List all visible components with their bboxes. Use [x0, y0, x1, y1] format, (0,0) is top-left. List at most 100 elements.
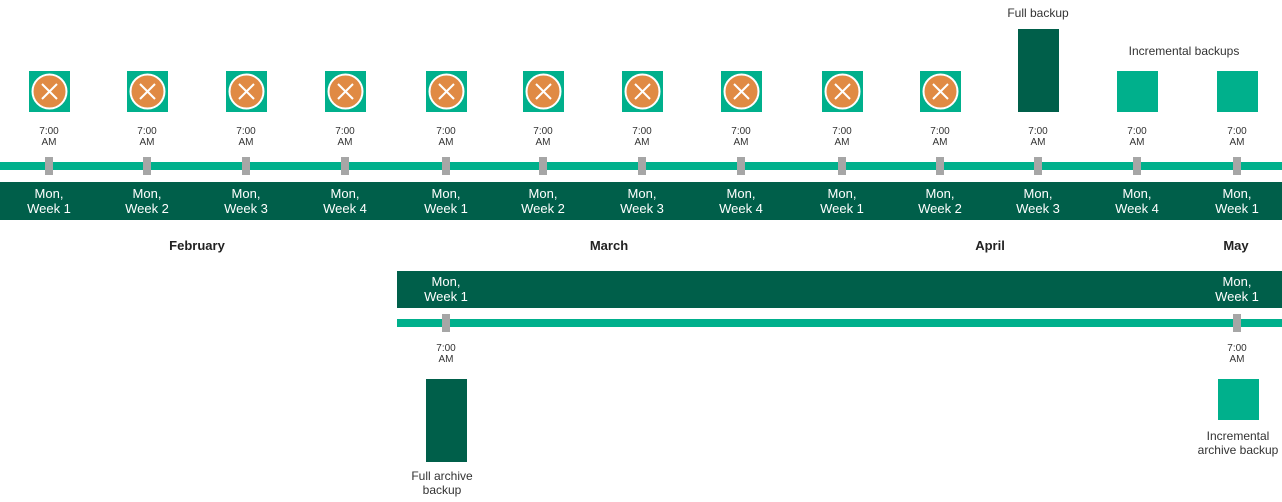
- day-label: Mon,Week 1: [807, 186, 877, 216]
- time-label-line2: AM: [1229, 137, 1245, 148]
- day-label-line1: Mon,: [627, 186, 657, 201]
- time-label-line1: 7:00: [731, 126, 751, 137]
- archive-time-label-line1: 7:00: [1227, 343, 1247, 354]
- time-label-line1: 7:00: [1127, 126, 1147, 137]
- time-label-line2: AM: [733, 137, 749, 148]
- time-label-line1: 7:00: [137, 126, 157, 137]
- time-label-line1: 7:00: [832, 126, 852, 137]
- incremental-backup-marker: [1217, 71, 1258, 112]
- failed-backup-marker: [226, 71, 267, 112]
- failed-backup-marker: [426, 71, 467, 112]
- timeline-tick: [737, 157, 745, 175]
- day-label-line1: Mon,: [231, 186, 261, 201]
- failed-backup-marker: [622, 71, 663, 112]
- full-archive-caption-line2: backup: [422, 483, 462, 497]
- failed-backup-marker: [920, 71, 961, 112]
- day-label-line2: Week 1: [1215, 201, 1259, 216]
- day-label-line1: Mon,: [528, 186, 558, 201]
- day-label-line1: Mon,: [726, 186, 756, 201]
- day-label: Mon,Week 4: [310, 186, 380, 216]
- timeline-tick: [539, 157, 547, 175]
- archive-timeline-tick: [1233, 314, 1241, 332]
- time-label-line1: 7:00: [39, 126, 59, 137]
- failed-icon: [428, 73, 465, 110]
- day-label: Mon,Week 3: [1003, 186, 1073, 216]
- day-label-line2: Week 3: [1016, 201, 1060, 216]
- timeline-tick: [936, 157, 944, 175]
- day-label: Mon,Week 3: [211, 186, 281, 216]
- time-label-line2: AM: [337, 137, 353, 148]
- day-label: Mon,Week 1: [411, 186, 481, 216]
- day-label: Mon,Week 2: [905, 186, 975, 216]
- day-label-line2: Week 3: [620, 201, 664, 216]
- failed-backup-marker: [29, 71, 70, 112]
- incremental-backup-marker: [1117, 71, 1158, 112]
- archive-day-label: Mon,Week 1: [411, 274, 481, 304]
- day-label: Mon,Week 2: [508, 186, 578, 216]
- day-label-line1: Mon,: [925, 186, 955, 201]
- day-label-line1: Mon,: [1122, 186, 1152, 201]
- archive-time-label-line1: 7:00: [436, 343, 456, 354]
- month-label: April: [975, 238, 1005, 253]
- day-label-line2: Week 4: [719, 201, 763, 216]
- time-label-line2: AM: [41, 137, 57, 148]
- failed-backup-marker: [822, 71, 863, 112]
- day-label-line1: Mon,: [1023, 186, 1053, 201]
- timeline-tick: [242, 157, 250, 175]
- day-label-line2: Week 2: [918, 201, 962, 216]
- day-label-line2: Week 1: [424, 201, 468, 216]
- failed-icon: [723, 73, 760, 110]
- time-label-line2: AM: [139, 137, 155, 148]
- failed-icon: [327, 73, 364, 110]
- day-label-line2: Week 1: [820, 201, 864, 216]
- time-label-line2: AM: [634, 137, 650, 148]
- archive-day-label-line2: Week 1: [424, 289, 468, 304]
- failed-icon: [824, 73, 861, 110]
- time-label-line1: 7:00: [436, 126, 456, 137]
- failed-icon: [624, 73, 661, 110]
- timeline-tick: [442, 157, 450, 175]
- day-label: Mon,Week 1: [14, 186, 84, 216]
- timeline-tick: [1233, 157, 1241, 175]
- time-label-line2: AM: [438, 137, 454, 148]
- day-label: Mon,Week 2: [112, 186, 182, 216]
- day-label-line1: Mon,: [34, 186, 64, 201]
- failed-backup-marker: [721, 71, 762, 112]
- day-label: Mon,Week 4: [706, 186, 776, 216]
- time-label-line1: 7:00: [1227, 126, 1247, 137]
- timeline-tick: [1133, 157, 1141, 175]
- month-label: May: [1223, 238, 1249, 253]
- archive-day-band: [397, 271, 1282, 308]
- timeline-tick: [1034, 157, 1042, 175]
- time-label-line2: AM: [535, 137, 551, 148]
- day-label-line1: Mon,: [431, 186, 461, 201]
- full-archive-caption-line1: Full archive: [411, 469, 473, 483]
- incremental-archive-caption-line2: archive backup: [1197, 443, 1279, 457]
- failed-backup-marker: [325, 71, 366, 112]
- time-label-line2: AM: [1030, 137, 1046, 148]
- archive-time-label-line2: AM: [438, 354, 454, 365]
- full-backup-bar: [1018, 29, 1059, 112]
- timeline-tick: [638, 157, 646, 175]
- month-label: February: [169, 238, 225, 253]
- day-label-line2: Week 3: [224, 201, 268, 216]
- timeline-tick: [45, 157, 53, 175]
- incremental-archive-caption-line1: Incremental: [1206, 429, 1270, 443]
- day-label-line1: Mon,: [132, 186, 162, 201]
- failed-icon: [31, 73, 68, 110]
- day-label-line2: Week 1: [27, 201, 71, 216]
- incremental-backups-caption: Incremental backups: [1128, 44, 1240, 58]
- timeline-tick: [143, 157, 151, 175]
- day-label-line1: Mon,: [1222, 186, 1252, 201]
- time-label-line1: 7:00: [335, 126, 355, 137]
